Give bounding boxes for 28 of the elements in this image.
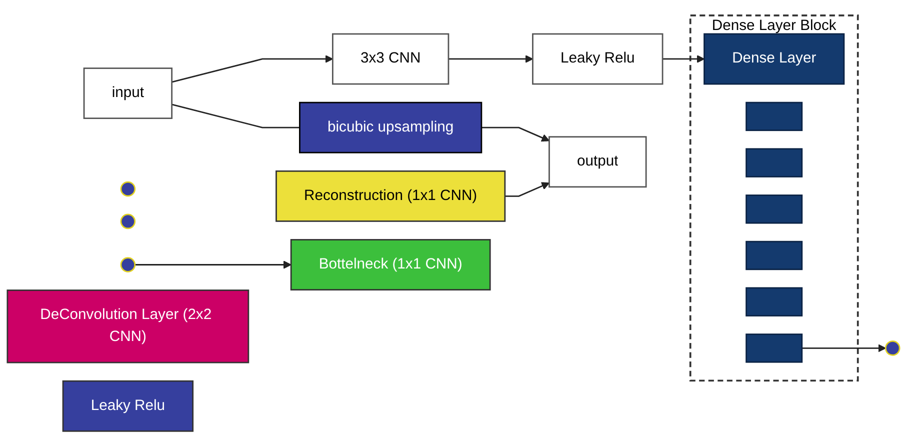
node-box: Reconstruction (1x1 CNN) [276,170,506,222]
node-circle [120,256,136,272]
node-bar [746,148,803,178]
node-box: Bottelneck (1x1 CNN) [290,238,491,290]
connector [172,104,300,128]
node-bar [746,333,803,362]
node-circle [884,340,900,356]
node-bar [746,194,803,224]
node-box: Dense Layer [704,32,845,84]
node-box: DeConvolution Layer (2x2 CNN) [6,289,250,363]
arrow [662,54,705,63]
arrow [504,182,550,197]
node-circle [120,214,136,229]
arrow [481,126,550,142]
arrow [172,54,334,82]
node-bar [746,286,803,316]
arrow [802,344,886,352]
node-box: Leaky Relu [62,380,194,432]
node-bar [746,240,803,270]
node-box: bicubic upsampling [299,102,482,153]
node-box: input [83,67,172,119]
node-circle [120,181,136,196]
node-box: Leaky Relu [532,32,664,84]
arrow [448,54,534,63]
node-box: output [548,136,647,188]
node-box: 3x3 CNN [332,32,450,84]
node-bar [746,102,803,131]
arrow [134,260,292,269]
